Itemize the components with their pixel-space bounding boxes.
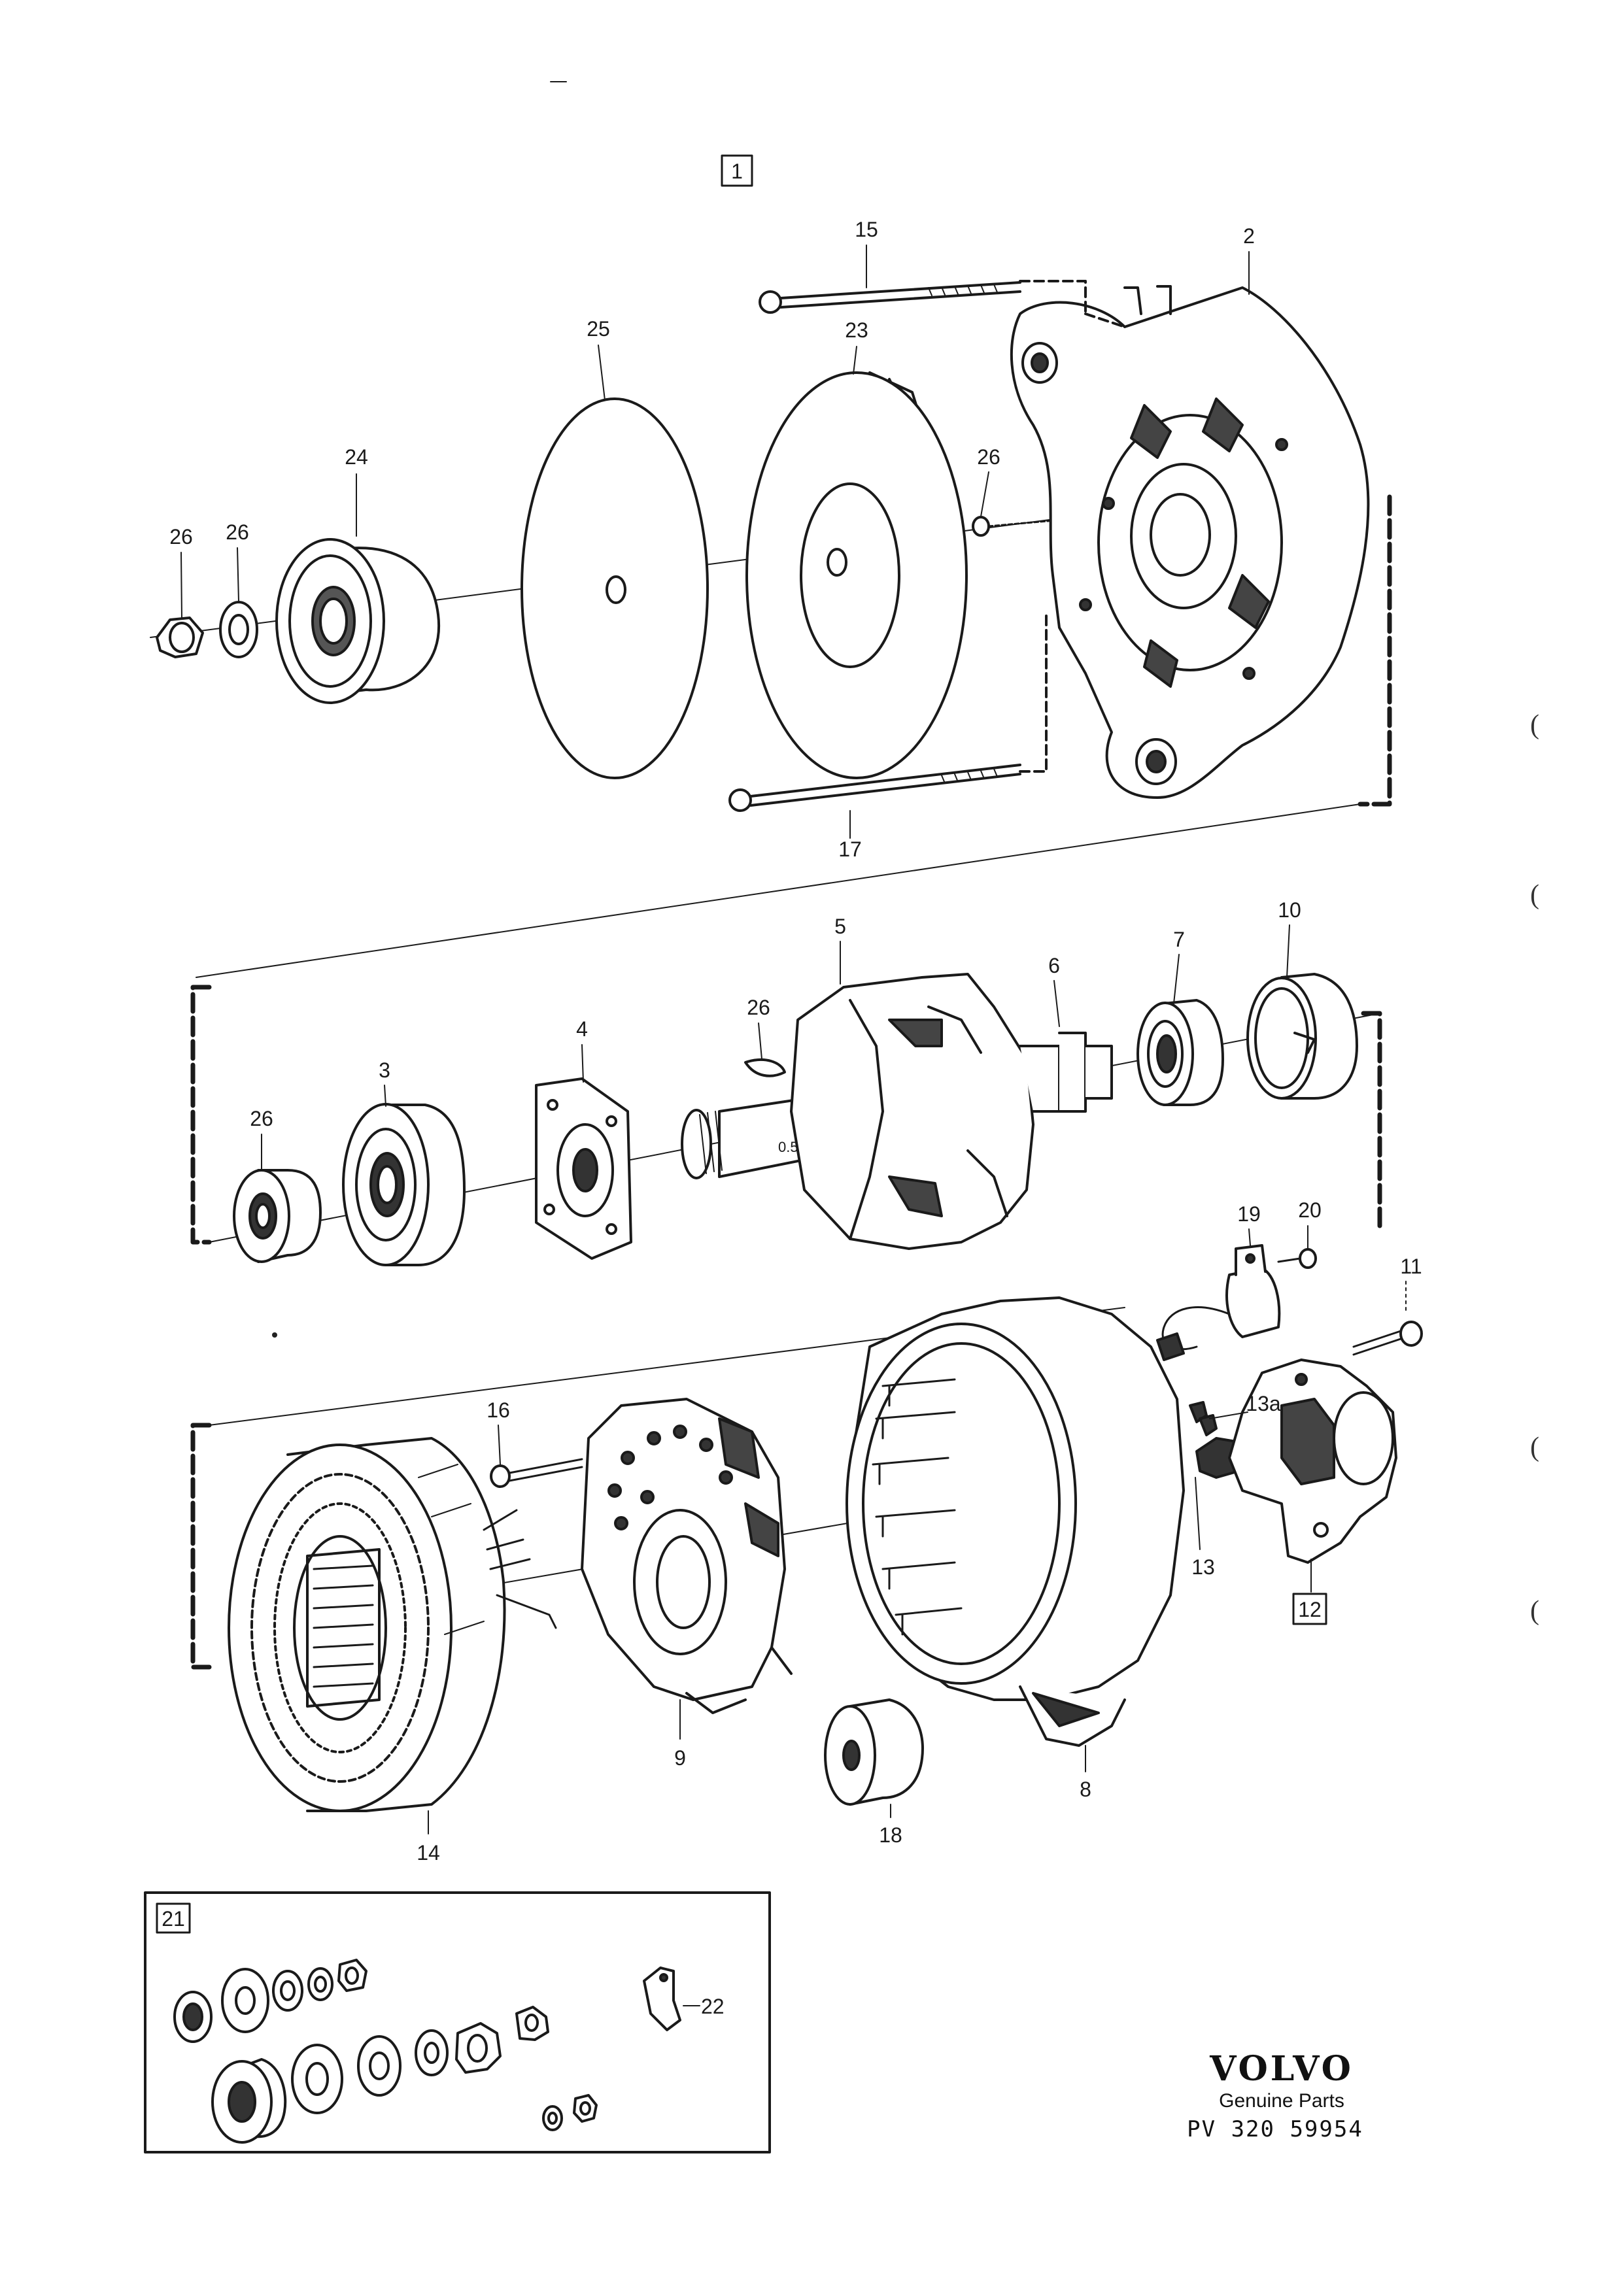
diagram-code: PV 320 59954 — [1187, 2116, 1363, 2142]
inset-box-21: 21 22 — [144, 1891, 771, 2153]
dash-bracket-middle-left — [190, 985, 212, 1245]
cover-disc-part-25 — [521, 397, 709, 779]
key-part-26-rotor — [744, 1058, 786, 1077]
svg-text:9: 9 — [674, 1746, 686, 1770]
svg-text:8: 8 — [1080, 1778, 1091, 1801]
svg-text:20: 20 — [1298, 1198, 1322, 1222]
pulley-part-24 — [275, 538, 441, 704]
rotor-part-5 — [681, 973, 1113, 1250]
svg-text:10: 10 — [1278, 898, 1301, 922]
margin-mark-1: ( — [1530, 710, 1539, 740]
connector-line-upper-to-middle — [196, 803, 1361, 978]
svg-text:13: 13 — [1191, 1555, 1215, 1579]
svg-text:5: 5 — [834, 915, 846, 938]
svg-text:16: 16 — [487, 1398, 510, 1422]
connector-line-upper — [1019, 280, 1126, 773]
svg-text:26: 26 — [250, 1107, 273, 1130]
fan-part-23 — [745, 371, 968, 779]
screw-part-16 — [490, 1458, 583, 1488]
capacitor-part-19 — [1156, 1244, 1281, 1361]
svg-text:11: 11 — [1400, 1255, 1422, 1278]
svg-text:6: 6 — [1048, 954, 1060, 977]
retainer-plate-part-4 — [535, 1077, 632, 1260]
brand-subtitle: Genuine Parts — [1219, 2090, 1344, 2112]
margin-mark-2: ( — [1530, 880, 1539, 910]
dash-bracket-upper-right — [1358, 494, 1392, 807]
sub-box-12: 12 — [1292, 1593, 1327, 1625]
svg-text:2: 2 — [1243, 224, 1255, 248]
svg-text:21: 21 — [162, 1907, 185, 1931]
slip-ring-end-housing-part-8 — [846, 1296, 1185, 1747]
svg-text:25: 25 — [587, 317, 610, 341]
dash-bracket-middle-right — [1361, 1011, 1382, 1232]
bearing-cover-part-10 — [1246, 973, 1358, 1100]
bushing-part-18 — [824, 1698, 924, 1806]
svg-text:3: 3 — [379, 1058, 390, 1082]
screw-part-20 — [1277, 1248, 1317, 1269]
svg-text:18: 18 — [879, 1823, 902, 1847]
brush-part-13a — [1189, 1401, 1218, 1436]
stray-dot — [272, 1332, 277, 1338]
drive-end-housing-part-2 — [1010, 285, 1370, 799]
svg-text:26: 26 — [226, 520, 249, 544]
brand-block: VOLVO Genuine Parts PV 320 59954 — [1164, 2050, 1399, 2145]
spacer-part-26-middle — [233, 1169, 322, 1263]
screw-part-11 — [1352, 1281, 1423, 1356]
callout-leaders — [180, 245, 1308, 1834]
svg-text:26: 26 — [977, 445, 1000, 469]
dash-bracket-lower-left — [190, 1423, 212, 1670]
callout-numbers: 15 2 25 23 24 26 26 26 17 5 6 7 10 4 3 2… — [169, 218, 1422, 1865]
bearing-part-3 — [342, 1103, 466, 1266]
svg-text:26: 26 — [169, 525, 193, 549]
volvo-logo: VOLVO — [1210, 2049, 1354, 2089]
svg-text:13a: 13a — [1246, 1392, 1281, 1415]
svg-text:26: 26 — [747, 996, 770, 1019]
bearing-part-7 — [1136, 999, 1224, 1106]
rectifier-part-9 — [581, 1398, 793, 1714]
svg-text:19: 19 — [1237, 1202, 1261, 1226]
svg-text:12: 12 — [1298, 1598, 1322, 1621]
stator-part-14 — [228, 1437, 557, 1812]
svg-text:15: 15 — [855, 218, 878, 241]
svg-text:7: 7 — [1173, 928, 1185, 951]
margin-mark-3: ( — [1530, 1432, 1539, 1462]
nut-part-26-upper — [156, 616, 204, 658]
voltage-regulator-part-12 — [1228, 1359, 1397, 1564]
svg-text:4: 4 — [576, 1017, 588, 1041]
long-bolt-part-15 — [759, 281, 1021, 314]
margin-mark-4: ( — [1530, 1596, 1539, 1626]
svg-text:24: 24 — [345, 445, 368, 469]
bracket-part-22 — [643, 1967, 681, 2031]
svg-text:22: 22 — [701, 1995, 725, 2018]
svg-text:14: 14 — [417, 1841, 440, 1865]
rotor-marking: 0.5 — [778, 1139, 798, 1155]
svg-text:1: 1 — [731, 160, 743, 183]
svg-text:17: 17 — [838, 837, 862, 861]
washer-part-26-upper — [219, 601, 258, 658]
group-box-1: 1 — [721, 154, 753, 187]
svg-text:23: 23 — [845, 318, 868, 342]
long-bolt-part-17 — [728, 764, 1021, 812]
